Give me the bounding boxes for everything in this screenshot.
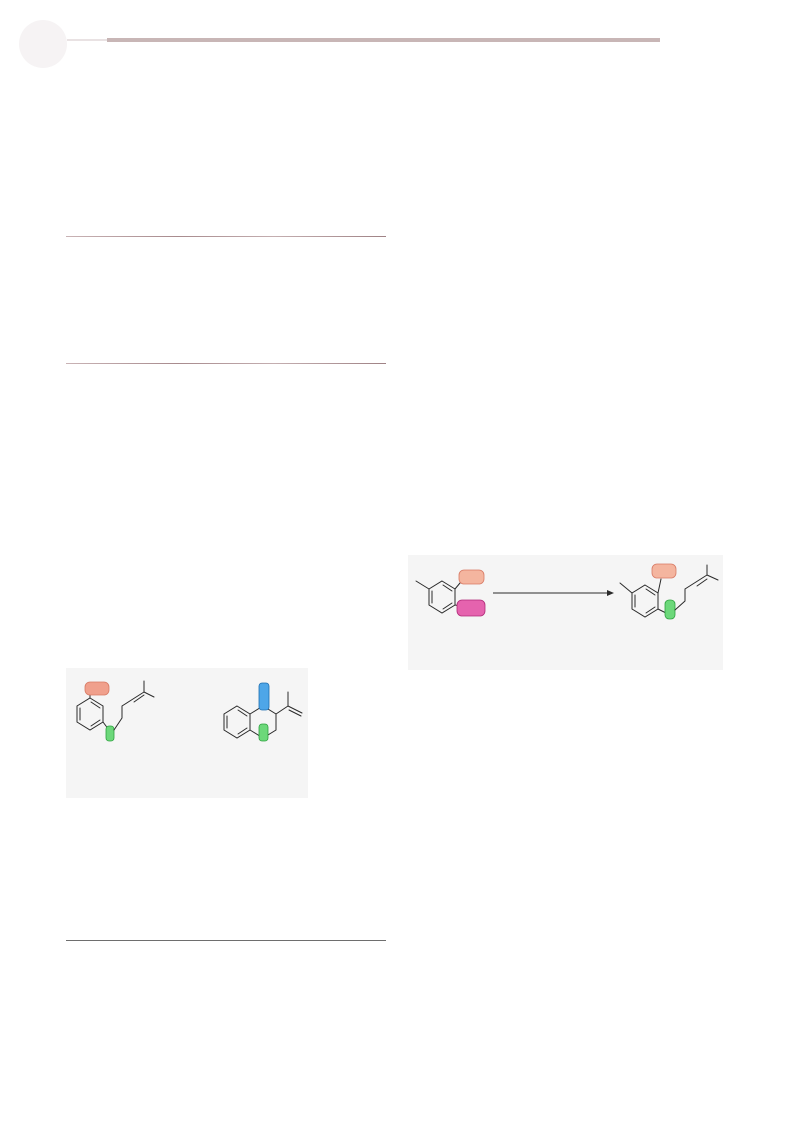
header-rule: [67, 38, 660, 43]
scheme-left-panel: [66, 668, 308, 798]
salmon-substituent-marker: [84, 681, 110, 696]
molecule-starting-material: [415, 569, 486, 617]
blue-bond-marker: [258, 682, 270, 711]
table-bottom-rule: [66, 363, 386, 364]
footnote-rule: [66, 940, 386, 941]
green-linker-marker: [664, 599, 676, 620]
green-linker-marker: [105, 725, 115, 742]
page-number-badge: [19, 20, 67, 68]
salmon-substituent-marker: [458, 569, 485, 585]
molecule-prenylbenzene: [76, 680, 155, 742]
table-top-rule: [66, 236, 386, 237]
green-bond-marker: [258, 723, 269, 742]
scheme-left-drawing: [76, 680, 303, 742]
salmon-substituent-marker: [651, 563, 677, 579]
molecule-fused-bicyclic: [223, 682, 303, 742]
scheme-right-panel: [408, 555, 723, 670]
magenta-substituent-marker: [456, 599, 486, 617]
reaction-arrow: [493, 590, 614, 596]
molecule-product: [619, 563, 719, 620]
scheme-right-drawing: [415, 563, 719, 620]
